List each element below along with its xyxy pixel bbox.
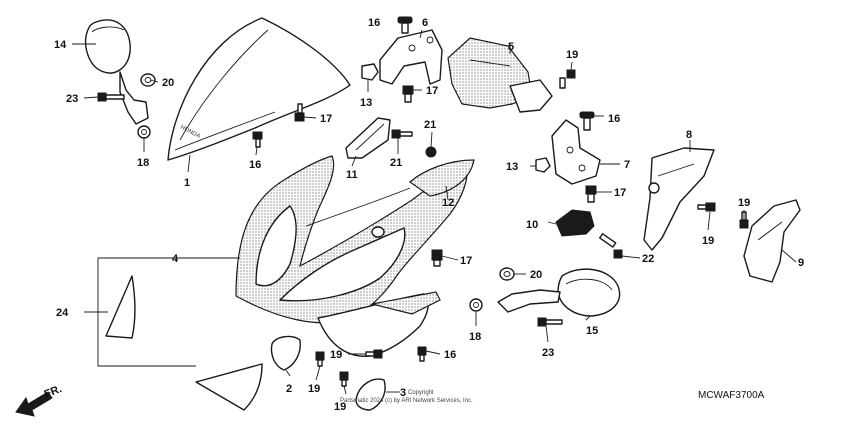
meter-housing-5-part[interactable]	[447, 37, 553, 113]
diagram-code: MCWAF3700A	[698, 390, 765, 401]
callout-23-left: 23	[66, 93, 78, 105]
bolt-16-top[interactable]	[397, 16, 413, 34]
callout-16-cowl: 16	[444, 349, 456, 361]
callout-12: 12	[442, 197, 454, 209]
inner-panel-8-part[interactable]	[643, 147, 715, 251]
inner-panel-9-part[interactable]	[743, 199, 801, 283]
copyright-line-1: Copyright	[408, 390, 434, 396]
callout-19-center: 19	[330, 349, 342, 361]
callout-24: 24	[56, 307, 69, 319]
callout-1: 1	[184, 177, 190, 189]
callout-23-right: 23	[542, 347, 554, 359]
air-duct-cover-12-part[interactable]	[409, 159, 475, 197]
callout-22: 22	[642, 253, 654, 265]
callout-19-meter: 19	[566, 49, 578, 61]
rubber-grommet-20-left[interactable]	[140, 73, 156, 87]
upper-cowl-part[interactable]	[235, 155, 468, 324]
callout-2: 2	[286, 383, 292, 395]
cover-2-part[interactable]	[270, 335, 301, 371]
callout-18-left: 18	[137, 157, 149, 169]
bolt-19-low[interactable]	[315, 351, 325, 367]
bolt-23-right[interactable]	[537, 317, 563, 327]
callout-20-left: 20	[162, 77, 174, 89]
callout-13-right: 13	[506, 161, 518, 173]
mirror-right-part[interactable]	[497, 268, 621, 317]
washer-18-right[interactable]	[469, 298, 483, 312]
inner-stay-11-part[interactable]	[345, 117, 391, 159]
windscreen-part[interactable]: HONDA	[167, 17, 351, 161]
callout-7: 7	[624, 159, 630, 171]
bolt-17-top[interactable]	[402, 85, 414, 103]
callout-14: 14	[54, 39, 67, 51]
callout-21-upper: 21	[390, 157, 402, 169]
stay-bracket-7-part[interactable]	[551, 119, 601, 185]
bolt-23-left[interactable]	[97, 92, 125, 102]
bolt-22[interactable]	[599, 233, 623, 259]
bolt-17-windscreen[interactable]	[294, 103, 305, 122]
callout-19-bottom: 19	[334, 401, 346, 413]
callout-19-panel9: 19	[738, 197, 750, 209]
bolt-16-windscreen[interactable]	[252, 131, 263, 148]
callout-17-right: 17	[614, 187, 626, 199]
mirror-left-part[interactable]	[84, 19, 149, 125]
cover-3-part[interactable]	[355, 378, 386, 411]
callout-16-windscreen: 16	[249, 159, 261, 171]
nut-13-top[interactable]	[361, 63, 379, 81]
stay-bracket-6-part[interactable]	[379, 29, 443, 85]
callout-19-panel8: 19	[702, 235, 714, 247]
callout-16-top: 16	[368, 17, 380, 29]
rubber-grommet-20-right[interactable]	[499, 267, 515, 281]
callout-13-top: 13	[360, 97, 372, 109]
callout-17-cowl: 17	[460, 255, 472, 267]
bolt-19-panel8[interactable]	[697, 202, 716, 212]
lower-fairing-bottom-part[interactable]	[195, 363, 263, 411]
front-direction-marker: FR.	[15, 383, 64, 417]
callout-8: 8	[686, 129, 692, 141]
callout-20-right: 20	[530, 269, 542, 281]
callout-17-windscreen: 17	[320, 113, 332, 125]
callout-19-low: 19	[308, 383, 320, 395]
copyright-line-2: Partsmatic 2024 (c) by ARI Network Servi…	[340, 398, 473, 404]
leader-lines	[72, 21, 797, 395]
callout-6: 6	[422, 17, 428, 29]
callout-17-top: 17	[426, 85, 438, 97]
bolt-16-cowl[interactable]	[417, 346, 427, 362]
callout-15: 15	[586, 325, 598, 337]
callout-9: 9	[798, 257, 804, 269]
clip-17-cowl[interactable]	[431, 249, 443, 267]
callout-4: 4	[172, 253, 179, 265]
callout-10: 10	[526, 219, 538, 231]
callout-4-bracket	[97, 257, 240, 367]
callout-16-right: 16	[608, 113, 620, 125]
bolt-16-right[interactable]	[579, 111, 595, 131]
callout-11: 11	[346, 169, 358, 181]
callout-21-side: 21	[424, 119, 436, 131]
nut-13-right[interactable]	[535, 157, 551, 173]
callout-5: 5	[508, 41, 514, 53]
mirror-mount-10-part[interactable]	[555, 209, 595, 237]
bolt-19-bottom[interactable]	[339, 371, 349, 387]
washer-18-left[interactable]	[137, 125, 151, 139]
bolt-19-meter[interactable]	[559, 69, 576, 89]
callout-18-right: 18	[469, 331, 481, 343]
bolt-17-right[interactable]	[585, 185, 597, 203]
callout-labels: 14 20 23 18 1 16 17 16 6 13 17 5 19 21 2…	[54, 17, 804, 413]
screw-21-upper[interactable]	[391, 129, 413, 139]
screw-21-side[interactable]	[425, 146, 437, 158]
callout-3: 3	[400, 387, 406, 399]
side-panel-24-part[interactable]	[105, 275, 136, 339]
front-direction-label: FR.	[43, 383, 64, 401]
